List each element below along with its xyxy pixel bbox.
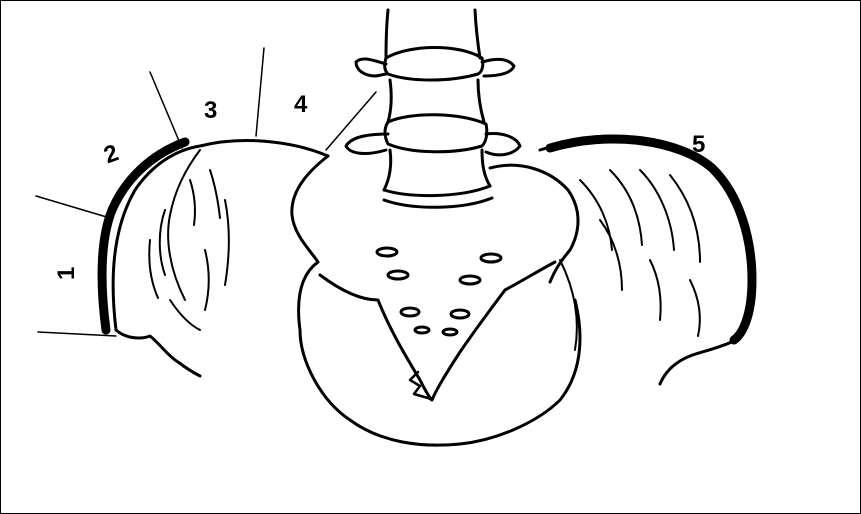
iliac-crest-right [550, 139, 752, 340]
spine [346, 10, 520, 207]
label-2: 2 [100, 139, 122, 169]
label-4: 4 [294, 91, 308, 118]
label-3: 3 [204, 97, 217, 124]
leader-line-3-4 [256, 48, 264, 136]
left-ilium [113, 141, 328, 376]
leader-lines [36, 48, 376, 336]
label-5: 5 [692, 131, 705, 158]
leader-line-1a [36, 196, 110, 218]
sacrum [292, 156, 580, 445]
leader-line-2-3 [150, 72, 182, 148]
label-1: 1 [53, 267, 80, 280]
region-labels: 1 2 3 4 5 [53, 91, 705, 280]
